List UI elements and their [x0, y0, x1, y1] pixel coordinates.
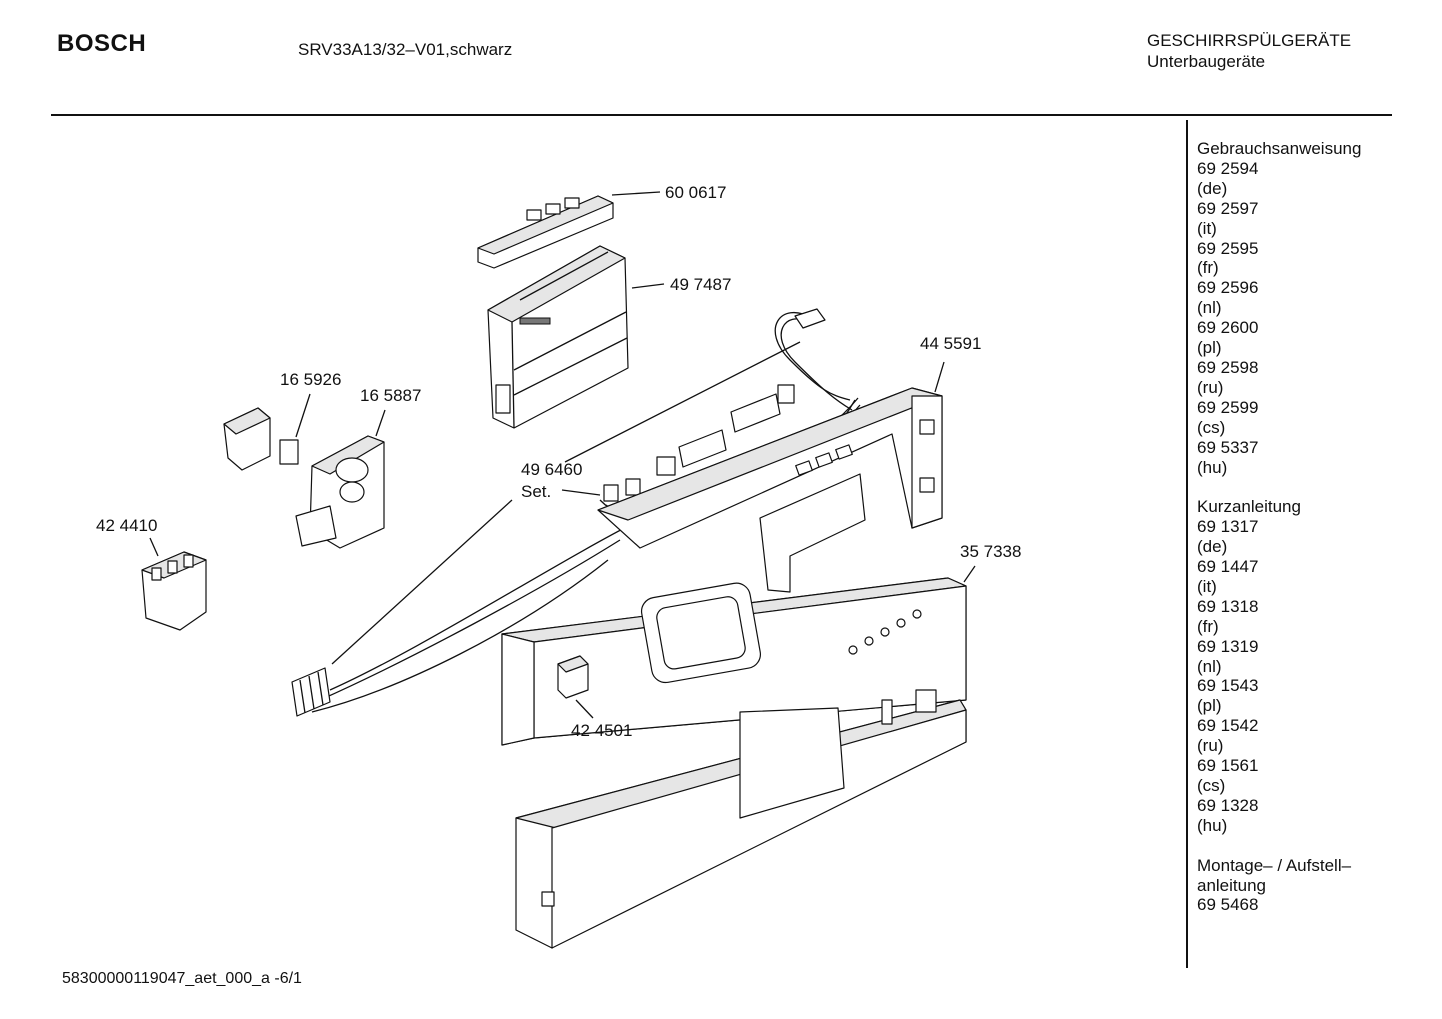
sidebar-divider [1186, 120, 1188, 968]
doc-language: (ru) [1197, 377, 1224, 397]
leader-424410 [149, 537, 159, 557]
doc-language: (cs) [1197, 775, 1226, 795]
leader-357338 [963, 565, 976, 583]
part-number-497487[interactable]: 49 7487 [670, 275, 731, 294]
doc-number[interactable]: 69 1317 [1197, 517, 1259, 537]
brand-logo: BOSCH [57, 30, 147, 57]
part-drawing-357338[interactable] [501, 577, 967, 746]
part-number-165926[interactable]: 16 5926 [280, 370, 341, 389]
model-number: SRV33A13/32–V01,schwarz [298, 40, 513, 59]
leader-496460-a [564, 341, 801, 463]
leader-424501 [575, 699, 594, 719]
doc-language: (pl) [1197, 338, 1222, 358]
doc-language: (cs) [1197, 417, 1226, 437]
doc-section-title: Montage– / Aufstell– [1197, 855, 1352, 875]
doc-section-title: Gebrauchsanweisung [1197, 139, 1362, 158]
doc-number[interactable]: 69 2599 [1197, 397, 1259, 417]
doc-section-title-cont: anleitung [1197, 875, 1267, 895]
part-number-600617[interactable]: 60 0617 [665, 183, 726, 202]
part-number-424410[interactable]: 42 4410 [96, 516, 157, 535]
leader-496460-b [561, 489, 601, 496]
doc-language: (nl) [1197, 298, 1222, 318]
doc-number[interactable]: 69 2595 [1197, 238, 1259, 258]
part-number-496460[interactable]: 49 6460 [521, 460, 582, 479]
doc-language: (hu) [1197, 815, 1228, 835]
part-set-label-496460: Set. [521, 482, 551, 501]
part-drawing-165926[interactable] [223, 407, 299, 471]
doc-number[interactable]: 69 2596 [1197, 278, 1259, 298]
category-title: GESCHIRRSPÜLGERÄTE [1147, 31, 1352, 50]
doc-number[interactable]: 69 2600 [1197, 318, 1259, 338]
part-drawing-445591[interactable] [597, 387, 943, 593]
drawing-id: 58300000119047_aet_000_a -6/1 [62, 970, 302, 987]
doc-number[interactable]: 69 1319 [1197, 636, 1259, 656]
part-number-165887[interactable]: 16 5887 [360, 386, 421, 405]
doc-section-title: Kurzanleitung [1197, 497, 1301, 517]
part-drawing-600617[interactable] [477, 195, 614, 269]
doc-language: (hu) [1197, 457, 1228, 477]
doc-number[interactable]: 69 5337 [1197, 437, 1259, 457]
doc-language: (de) [1197, 178, 1228, 198]
doc-section-gap [1197, 477, 1361, 497]
part-drawing-424410[interactable] [141, 551, 207, 631]
part-drawing-497487[interactable] [487, 245, 629, 429]
doc-number[interactable]: 69 1543 [1197, 676, 1259, 696]
doc-number[interactable]: 69 1542 [1197, 716, 1259, 736]
doc-language: (it) [1197, 218, 1217, 238]
doc-language: (it) [1197, 576, 1217, 596]
doc-section-gap [1197, 836, 1361, 856]
leader-445591 [934, 361, 945, 393]
doc-language: (pl) [1197, 696, 1222, 716]
part-drawing-424501[interactable] [557, 655, 589, 699]
doc-language: (fr) [1197, 616, 1219, 636]
exploded-parts-diagram: 60 0617 49 7487 44 5591 16 5926 16 5887 … [96, 183, 1021, 949]
part-number-424501[interactable]: 42 4501 [571, 721, 632, 740]
doc-language: (fr) [1197, 258, 1219, 278]
doc-language: (nl) [1197, 656, 1222, 676]
doc-number[interactable]: 69 1318 [1197, 596, 1259, 616]
doc-language: (de) [1197, 537, 1228, 557]
header-divider [51, 114, 1392, 116]
doc-number[interactable]: 69 1328 [1197, 795, 1259, 815]
leader-600617 [611, 191, 661, 196]
doc-number[interactable]: 69 2598 [1197, 357, 1259, 377]
leader-165887 [375, 409, 386, 437]
doc-number[interactable]: 69 5468 [1197, 895, 1259, 915]
part-drawing-housing[interactable] [515, 689, 967, 949]
part-drawing-165887[interactable] [295, 435, 385, 549]
leader-496460-c [331, 499, 513, 665]
doc-language: (ru) [1197, 736, 1224, 756]
doc-number[interactable]: 69 2597 [1197, 198, 1259, 218]
part-number-357338[interactable]: 35 7338 [960, 542, 1021, 561]
doc-number[interactable]: 69 2594 [1197, 158, 1259, 178]
leader-497487 [631, 283, 665, 289]
doc-number[interactable]: 69 1447 [1197, 557, 1259, 577]
part-number-445591[interactable]: 44 5591 [920, 334, 981, 353]
category-subtitle: Unterbaugeräte [1147, 52, 1266, 71]
leader-165926 [295, 393, 311, 438]
doc-number[interactable]: 69 1561 [1197, 756, 1259, 776]
